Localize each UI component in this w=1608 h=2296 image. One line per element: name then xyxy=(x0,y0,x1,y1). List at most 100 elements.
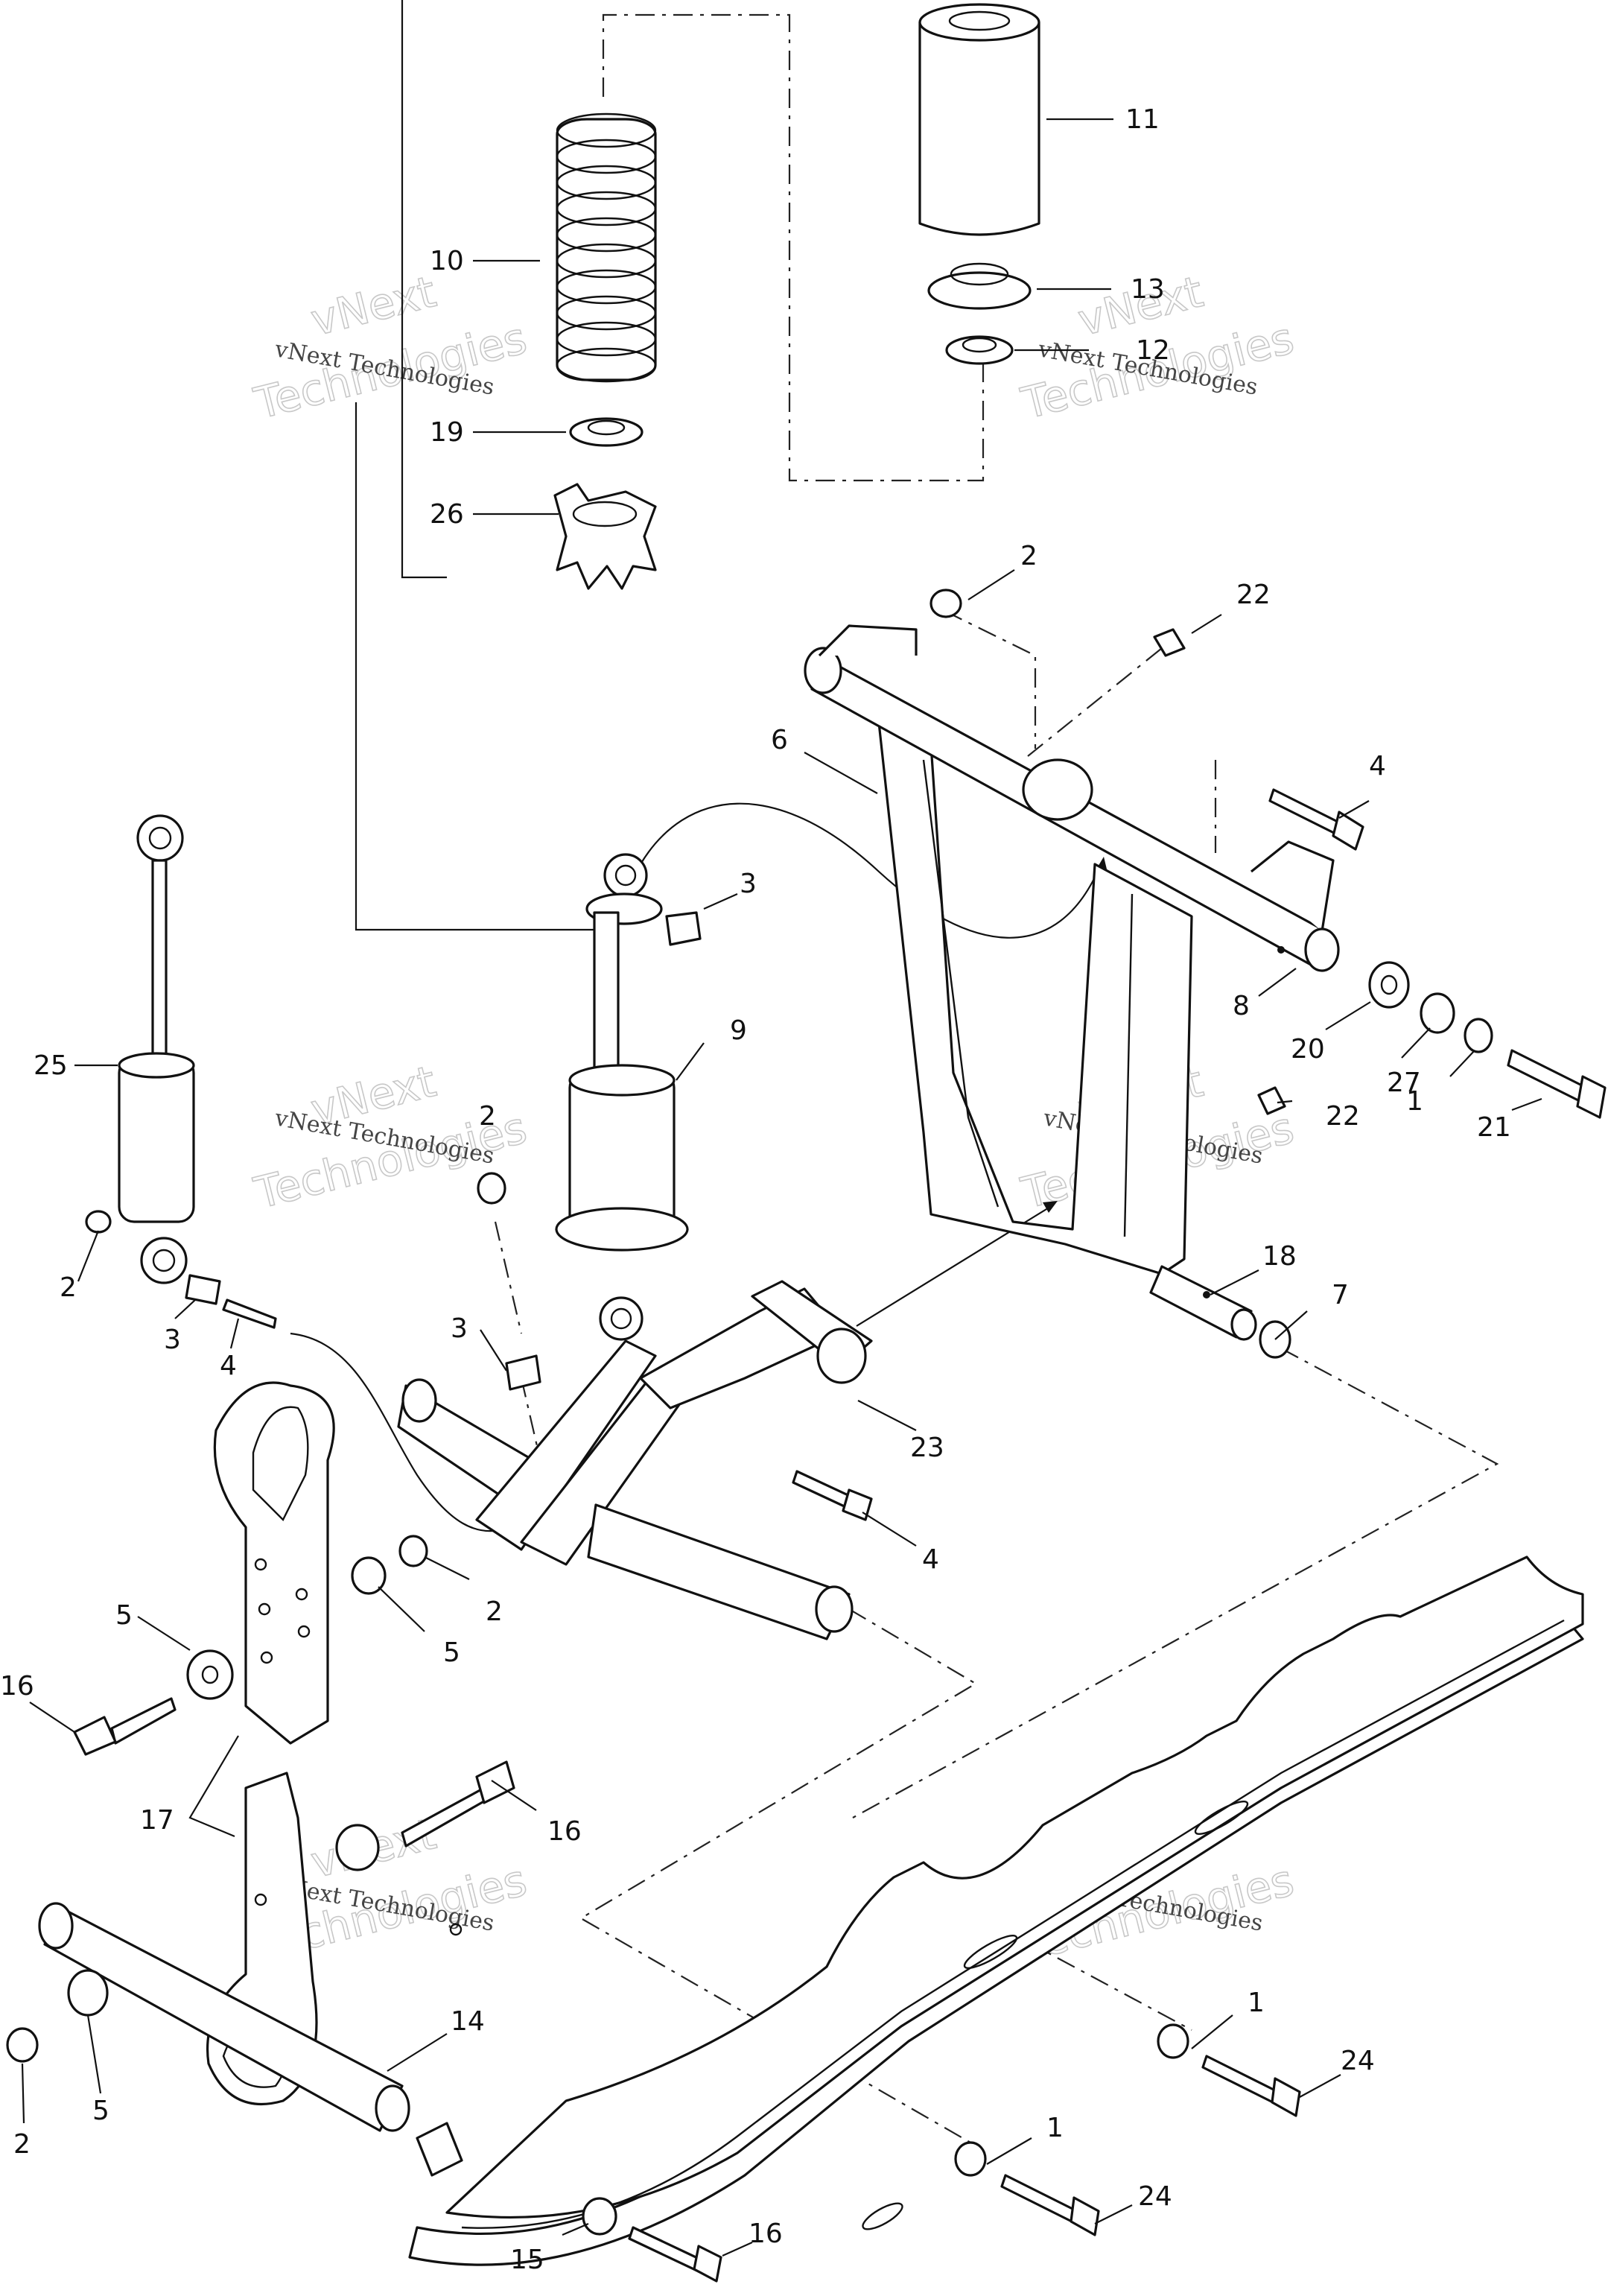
watermark-vnext: vNext xyxy=(306,266,441,346)
swing-arm-body xyxy=(877,721,1193,1275)
callout-17: 17 xyxy=(140,1805,174,1836)
callout-16-mid: 16 xyxy=(547,1816,582,1847)
nut-2-mid xyxy=(477,1172,506,1205)
bolt-4-top xyxy=(1268,788,1342,836)
lockwasher-1-upper xyxy=(1157,2023,1189,2059)
callout-4-top: 4 xyxy=(1369,751,1386,781)
callout-11: 11 xyxy=(1125,104,1160,135)
callout-2-mid: 2 xyxy=(479,1101,496,1132)
callout-3-top: 3 xyxy=(740,869,757,899)
link-arm-upper xyxy=(73,1381,428,1756)
washer-5-front xyxy=(67,1969,109,2017)
callout-2-front: 2 xyxy=(13,2129,31,2160)
guide-line-spring-left xyxy=(401,0,447,579)
callout-1-lower: 1 xyxy=(1046,2113,1064,2143)
callout-labels: 10 11 13 12 19 26 2 22 6 4 3 8 9 20 27 1… xyxy=(0,104,1511,2275)
shock-absorber-25 xyxy=(85,814,506,1329)
callout-15: 15 xyxy=(510,2245,544,2275)
bolt-4-left xyxy=(222,1298,277,1329)
washer-20 xyxy=(1368,961,1410,1009)
callout-19: 19 xyxy=(430,417,464,448)
callout-5-right: 5 xyxy=(443,1637,460,1668)
bolt-21 xyxy=(1507,1049,1588,1104)
callout-13: 13 xyxy=(1131,274,1165,305)
bolt-4-mid xyxy=(792,1470,854,1510)
callout-25: 25 xyxy=(34,1050,68,1081)
bumper-13 xyxy=(927,271,1032,310)
callout-23: 23 xyxy=(910,1433,944,1463)
callout-18: 18 xyxy=(1262,1241,1297,1272)
callout-3-left: 3 xyxy=(164,1325,181,1355)
guide-dash-nut-2-mid xyxy=(494,1221,523,1334)
callout-26: 26 xyxy=(430,499,464,530)
callout-12: 12 xyxy=(1136,335,1170,366)
callout-9: 9 xyxy=(730,1015,747,1046)
slide-rail xyxy=(408,1555,1584,2283)
callout-8: 8 xyxy=(1233,991,1250,1021)
callout-1-right: 1 xyxy=(1406,1086,1423,1117)
bolt-24-upper xyxy=(1201,2055,1283,2106)
callout-leaders xyxy=(21,118,1542,2257)
spacer-3-left xyxy=(185,1274,221,1305)
shock-boot xyxy=(918,3,1040,365)
nut-2-front xyxy=(6,2027,39,2063)
callout-24-lower: 24 xyxy=(1138,2181,1172,2212)
callout-5-front: 5 xyxy=(92,2096,109,2126)
spring-seat-19 xyxy=(569,417,643,447)
nut-2-top xyxy=(929,589,962,618)
washer-12 xyxy=(945,335,1014,365)
spacer-3-top xyxy=(665,911,702,946)
nut-2-link xyxy=(398,1535,428,1567)
guide-dash-washer-7 xyxy=(852,1348,1499,1818)
callout-22-mid: 22 xyxy=(1326,1101,1360,1132)
washer-5-right xyxy=(351,1556,387,1595)
bolt-24-lower xyxy=(1000,2174,1081,2225)
callout-2-left: 2 xyxy=(60,1272,77,1303)
guide-dash-spring-boot xyxy=(602,13,985,482)
callout-4-mid: 4 xyxy=(922,1544,939,1575)
callout-10: 10 xyxy=(430,246,464,276)
grease-fitting-22-mid xyxy=(1257,1086,1286,1115)
callout-7: 7 xyxy=(1332,1280,1349,1310)
link-arm-lower xyxy=(6,1760,515,2132)
link-arm-17-upper xyxy=(213,1381,335,1745)
callout-1-upper: 1 xyxy=(1248,1988,1265,2018)
rail-end-cap xyxy=(416,2122,463,2177)
callout-16-left: 16 xyxy=(0,1671,34,1702)
coil-spring xyxy=(553,112,657,590)
pivot-shaft-right xyxy=(587,1503,851,1640)
shock-absorber-9 xyxy=(555,853,702,1341)
callout-24-upper: 24 xyxy=(1341,2046,1375,2076)
bolt-16-lower xyxy=(628,2226,705,2274)
assembly-guide-lines xyxy=(290,0,1499,2146)
callout-6: 6 xyxy=(771,725,788,755)
bolt-16-left xyxy=(110,1697,177,1745)
rail-upper xyxy=(445,1555,1584,2219)
callout-20: 20 xyxy=(1291,1034,1325,1065)
pivot-plate-a xyxy=(475,1339,657,1551)
guide-curve-shock25 xyxy=(290,1332,515,1532)
arrow-head xyxy=(1043,1201,1058,1213)
washer-16-b xyxy=(335,1824,380,1871)
washer-15 xyxy=(582,2197,617,2236)
guide-line-spring-to-shock xyxy=(355,402,603,931)
lockwasher-1 xyxy=(1464,1018,1493,1053)
callout-4-left: 4 xyxy=(220,1351,237,1381)
callout-21: 21 xyxy=(1477,1112,1511,1143)
callout-2-top: 2 xyxy=(1020,541,1037,571)
grease-fitting-22-top xyxy=(1153,628,1186,657)
guide-curve-shock-to-arm xyxy=(640,802,1102,939)
swing-arm xyxy=(804,589,1607,1359)
guide-dash-nut-2 xyxy=(944,610,1037,749)
spring-body xyxy=(556,118,657,381)
callout-2-link: 2 xyxy=(486,1596,503,1627)
callout-5-left: 5 xyxy=(115,1600,133,1631)
pivot-arm-assembly xyxy=(397,1280,873,1640)
callout-14: 14 xyxy=(451,2006,485,2037)
lockwasher-1-lower xyxy=(954,2141,987,2177)
callout-22-top: 22 xyxy=(1236,580,1271,610)
guide-dash-fitting-22 xyxy=(1027,647,1163,757)
spacer-3-mid xyxy=(505,1354,541,1391)
nut-2-left xyxy=(85,1210,112,1234)
